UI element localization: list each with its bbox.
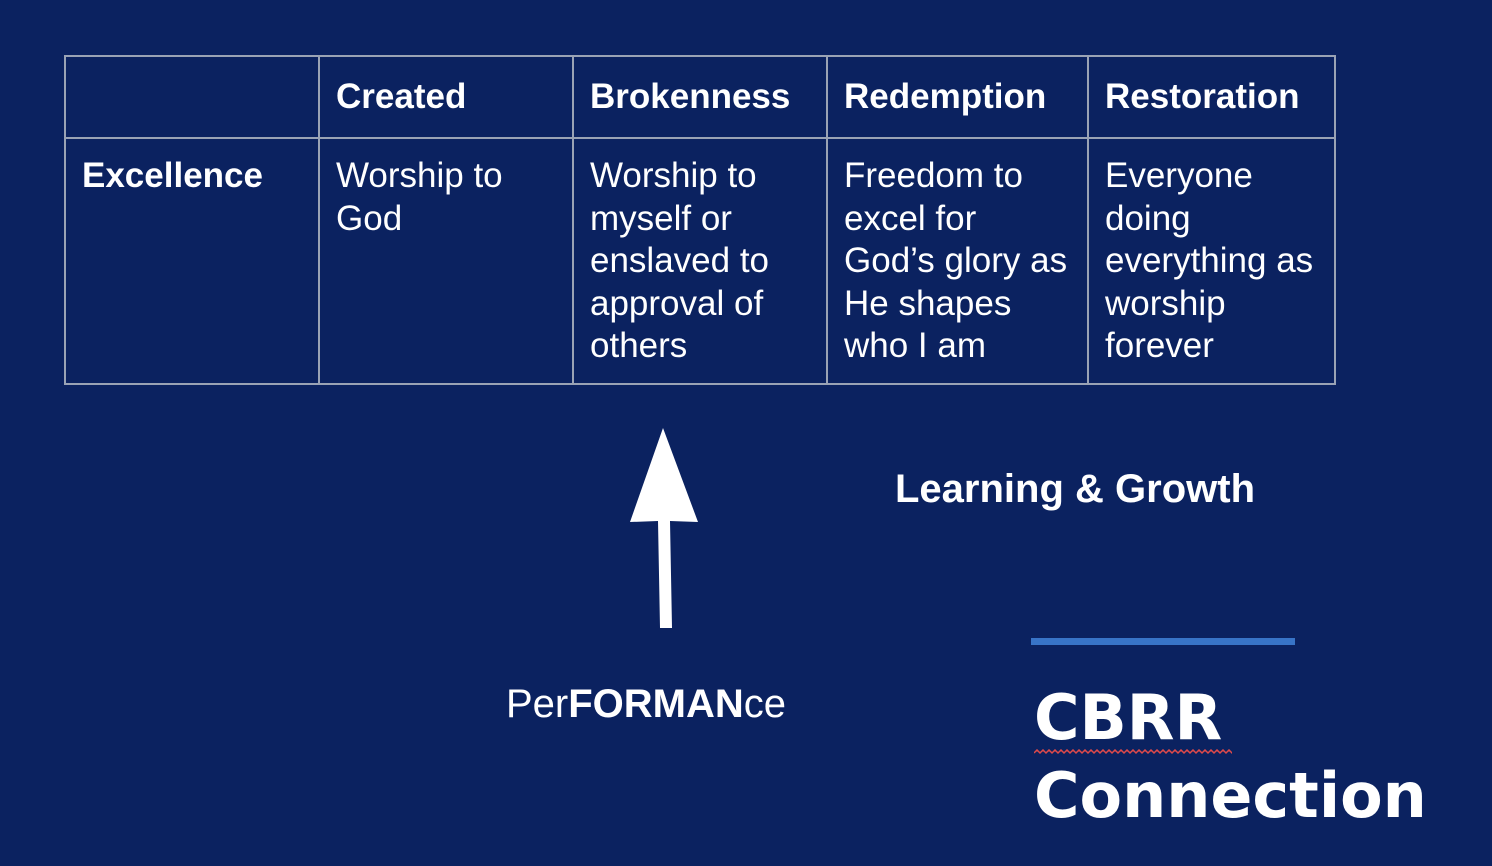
cell-brokenness: Worship to myself or enslaved to approva…	[572, 137, 828, 385]
header-cell-created: Created	[318, 55, 574, 139]
performance-part-per: Per	[506, 682, 569, 726]
header-cell-redemption: Redemption	[826, 55, 1089, 139]
logo-cbrr: CBRR	[1034, 681, 1223, 754]
cell-created: Worship to God	[318, 137, 574, 385]
learning-growth-label: Learning & Growth	[895, 467, 1255, 511]
header-cell-empty	[64, 55, 320, 139]
header-row: Created Brokenness Redemption Restoratio…	[64, 55, 1336, 139]
stage-table: Created Brokenness Redemption Restoratio…	[64, 55, 1336, 385]
row-label-excellence: Excellence	[64, 137, 320, 385]
cell-redemption: Freedom to excel for God’s glory as He s…	[826, 137, 1089, 385]
header-cell-brokenness: Brokenness	[572, 55, 828, 139]
performance-part-forman: FORMAN	[568, 682, 744, 726]
accent-rule	[1031, 638, 1295, 645]
up-arrow-icon	[630, 428, 698, 628]
logo-connection: Connection	[1034, 759, 1427, 832]
header-cell-restoration: Restoration	[1087, 55, 1336, 139]
cell-restoration: Everyone doing everything as worship for…	[1087, 137, 1336, 385]
performance-part-ce: ce	[743, 682, 787, 726]
spellcheck-underline	[1034, 749, 1232, 755]
excellence-row: Excellence Worship to God Worship to mys…	[64, 137, 1336, 385]
performance-label: PerFORMANce	[506, 680, 786, 728]
